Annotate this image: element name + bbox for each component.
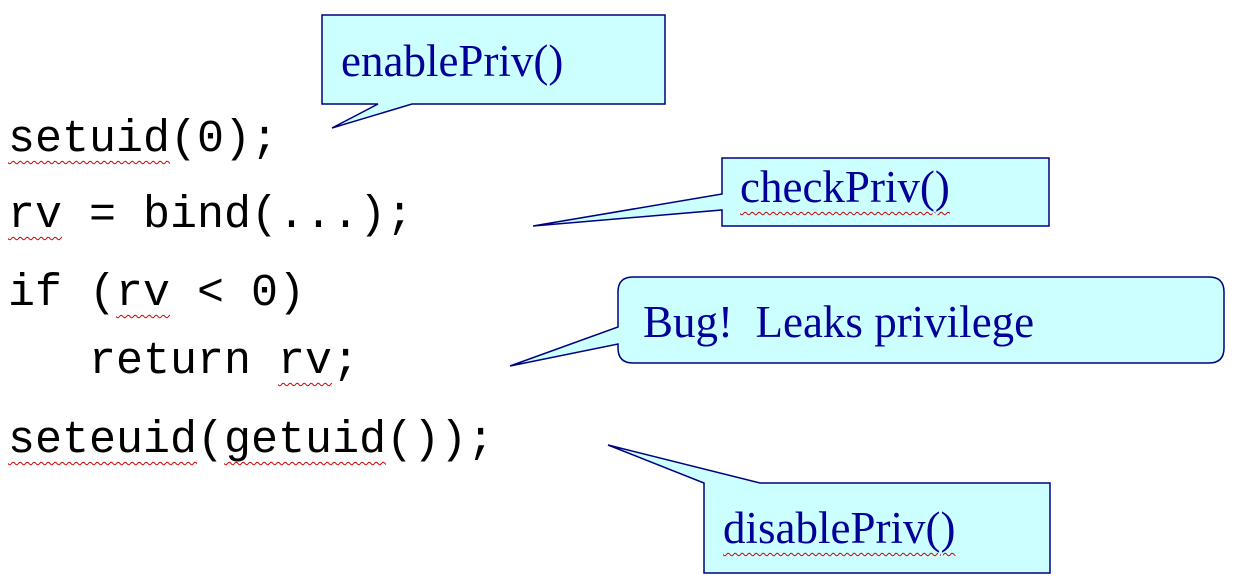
code-token-close: ());: [386, 415, 495, 466]
code-token-if: if (: [8, 268, 117, 319]
code-token-bind-call: = bind(...);: [62, 190, 414, 241]
code-token-rv: rv: [116, 268, 171, 319]
code-line-seteuid: seteuid(getuid());: [8, 418, 494, 463]
callout-disable-label: disablePriv(): [723, 503, 956, 553]
code-token-seteuid: seteuid: [8, 415, 198, 466]
code-line-return: return rv;: [8, 339, 359, 384]
code-token-return: return: [89, 336, 279, 387]
code-token-semicolon: ;: [332, 336, 360, 387]
code-line-setuid: setuid(0);: [8, 117, 278, 162]
code-line-bind: rv = bind(...);: [8, 193, 413, 238]
code-token-condition: < 0): [170, 268, 306, 319]
callout-disable-box: [607, 444, 1051, 574]
callout-check-box: [532, 157, 1050, 227]
callout-enable-box: [321, 14, 666, 129]
code-token-indent: [8, 336, 89, 387]
code-token-rv: rv: [278, 336, 333, 387]
callout-bug-box: [509, 276, 1225, 367]
callout-check-label: checkPriv(): [740, 162, 950, 212]
code-token-args: (0);: [170, 114, 279, 165]
code-token-rv: rv: [8, 190, 63, 241]
code-line-if: if (rv < 0): [8, 271, 305, 316]
code-token-getuid: getuid: [224, 415, 387, 466]
callout-enable-label: enablePriv(): [341, 36, 564, 86]
code-token-setuid: setuid: [8, 114, 171, 165]
callout-bug-label: Bug! Leaks privilege: [643, 297, 1035, 347]
code-token-open-paren: (: [197, 415, 225, 466]
